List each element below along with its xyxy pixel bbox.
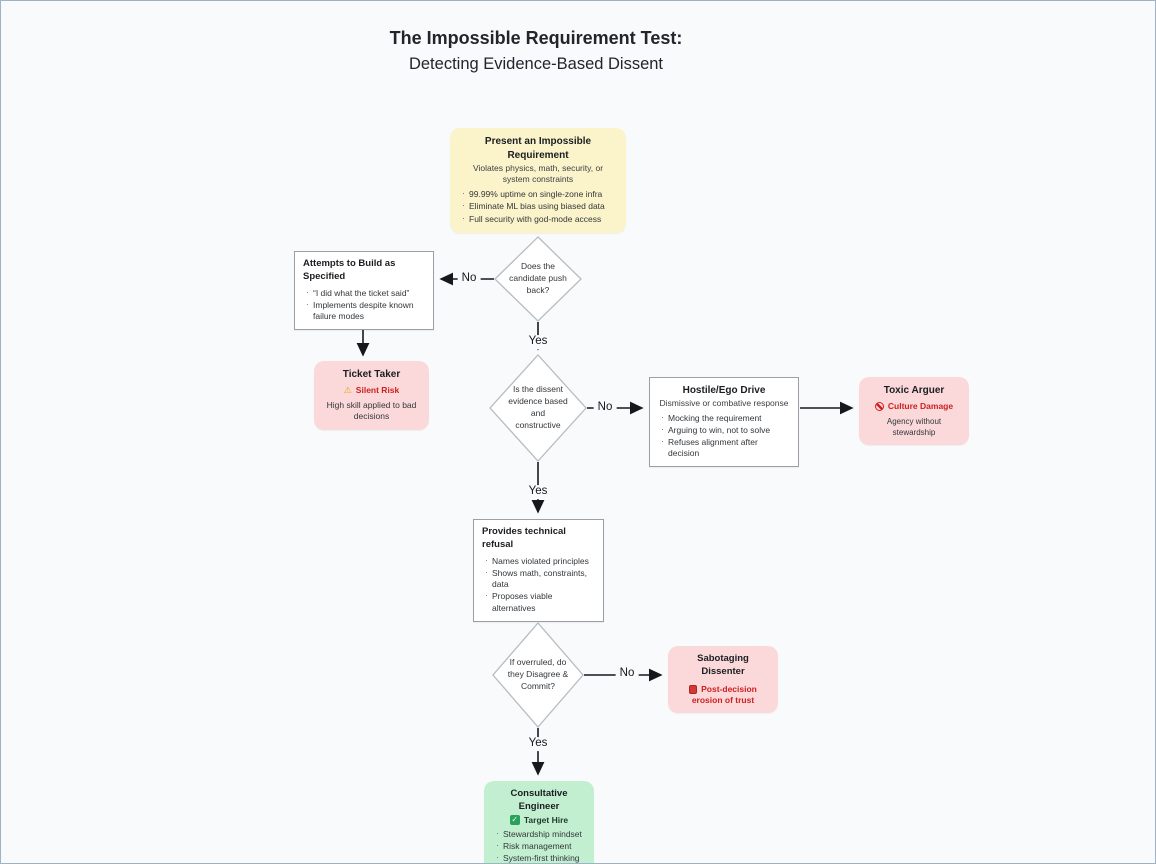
node-ticket-taker: Ticket Taker ⚠ Silent Risk High skill ap… (314, 361, 429, 431)
bullet-item: System-first thinking (493, 852, 585, 863)
bullet-item: 99.99% uptime on single-zone infra (459, 188, 617, 200)
bullet-item: Shows math, constraints, data (482, 567, 595, 590)
node-title: Consultative Engineer (510, 788, 568, 812)
node-title: Provides technical refusal (482, 526, 566, 550)
edge-label-no-commit: No (615, 667, 639, 681)
bullet-item: Risk management (493, 840, 585, 852)
edge-label-no-pushback: No (457, 272, 481, 286)
bullet-item: Stewardship mindset (493, 828, 585, 840)
edge-label-yes-commit: Yes (524, 737, 552, 751)
decision-commit-label: If overruled, do they Disagree & Commit? (507, 657, 569, 691)
bullet-item: Mocking the requirement (658, 412, 790, 424)
node-bullet-list: Mocking the requirement Arguing to win, … (658, 412, 790, 460)
node-subtitle: Dismissive or combative response (659, 397, 789, 408)
bullet-item: Full security with god-mode access (459, 213, 617, 225)
node-provides-technical-refusal: Provides technical refusal Names violate… (473, 519, 604, 622)
node-bullet-list: Names violated principles Shows math, co… (482, 555, 595, 614)
node-title: Hostile/Ego Drive (682, 385, 766, 396)
dynamite-icon (689, 684, 698, 694)
node-subtitle: Violates physics, math, security, or sys… (472, 163, 604, 185)
node-title: Sabotaging Dissenter (697, 653, 749, 677)
decision-evidence-label: Is the dissent evidence based and constr… (508, 384, 568, 430)
culture-damage-badge: Culture Damage (868, 401, 960, 412)
badge-label: Post-decision (701, 683, 757, 694)
node-description: High skill applied to bad decisions (326, 399, 417, 422)
diagram-title-line1: The Impossible Requirement Test: (389, 28, 683, 48)
node-title: Toxic Arguer (883, 385, 945, 396)
diagram-title-line2: Detecting Evidence-Based Dissent (408, 55, 664, 73)
node-attempts-to-build: Attempts to Build as Specified “I did wh… (294, 251, 434, 331)
bullet-item: Eliminate ML bias using biased data (459, 200, 617, 212)
decision-evidence-diamond (489, 354, 587, 462)
check-icon (509, 814, 520, 825)
node-title: Present an Impossible Requirement (484, 136, 592, 161)
node-bullet-list: 99.99% uptime on single-zone infra Elimi… (459, 188, 617, 225)
edge-label-no-evidence: No (593, 401, 617, 415)
node-consultative-engineer: Consultative Engineer Target Hire Stewar… (484, 781, 594, 863)
warning-icon: ⚠ (343, 384, 352, 395)
edge-label-yes-evidence: Yes (524, 485, 552, 499)
badge-label: Silent Risk (355, 384, 400, 395)
prohibited-icon (874, 401, 884, 411)
bullet-item: Proposes viable alternatives (482, 590, 595, 613)
badge-label: Target Hire (523, 814, 569, 825)
post-decision-badge: Post-decision (677, 684, 769, 695)
node-bullet-list: Stewardship mindset Risk management Syst… (493, 828, 585, 863)
node-title: Attempts to Build as Specified (303, 258, 396, 282)
edge-label-yes-pushback: Yes (524, 335, 552, 349)
decision-pushback-diamond (494, 236, 582, 322)
node-toxic-arguer: Toxic Arguer Culture Damage Agency witho… (859, 377, 969, 445)
node-hostile-ego-drive: Hostile/Ego Drive Dismissive or combativ… (649, 377, 799, 468)
target-hire-badge: Target Hire (493, 814, 585, 825)
node-title: Ticket Taker (342, 369, 401, 380)
silent-risk-badge: ⚠ Silent Risk (323, 385, 420, 396)
bullet-item: Implements despite known failure modes (303, 299, 425, 322)
node-sabotaging-dissenter: Sabotaging Dissenter Post-decision erosi… (668, 646, 778, 713)
diagram-title: The Impossible Requirement Test: Detecti… (156, 25, 916, 77)
node-present-impossible-requirement: Present an Impossible Requirement Violat… (450, 128, 626, 233)
node-description: Agency without stewardship (886, 416, 942, 437)
decision-commit-diamond (492, 622, 584, 728)
bullet-item: Refuses alignment after decision (658, 436, 790, 459)
badge-label-line2: erosion of trust (691, 694, 755, 705)
bullet-item: Arguing to win, not to solve (658, 424, 790, 436)
bullet-item: “I did what the ticket said” (303, 287, 425, 299)
bullet-item: Names violated principles (482, 555, 595, 567)
badge-label: Culture Damage (887, 400, 954, 411)
node-bullet-list: “I did what the ticket said” Implements … (303, 287, 425, 323)
decision-pushback-label: Does the candidate push back? (509, 261, 567, 295)
